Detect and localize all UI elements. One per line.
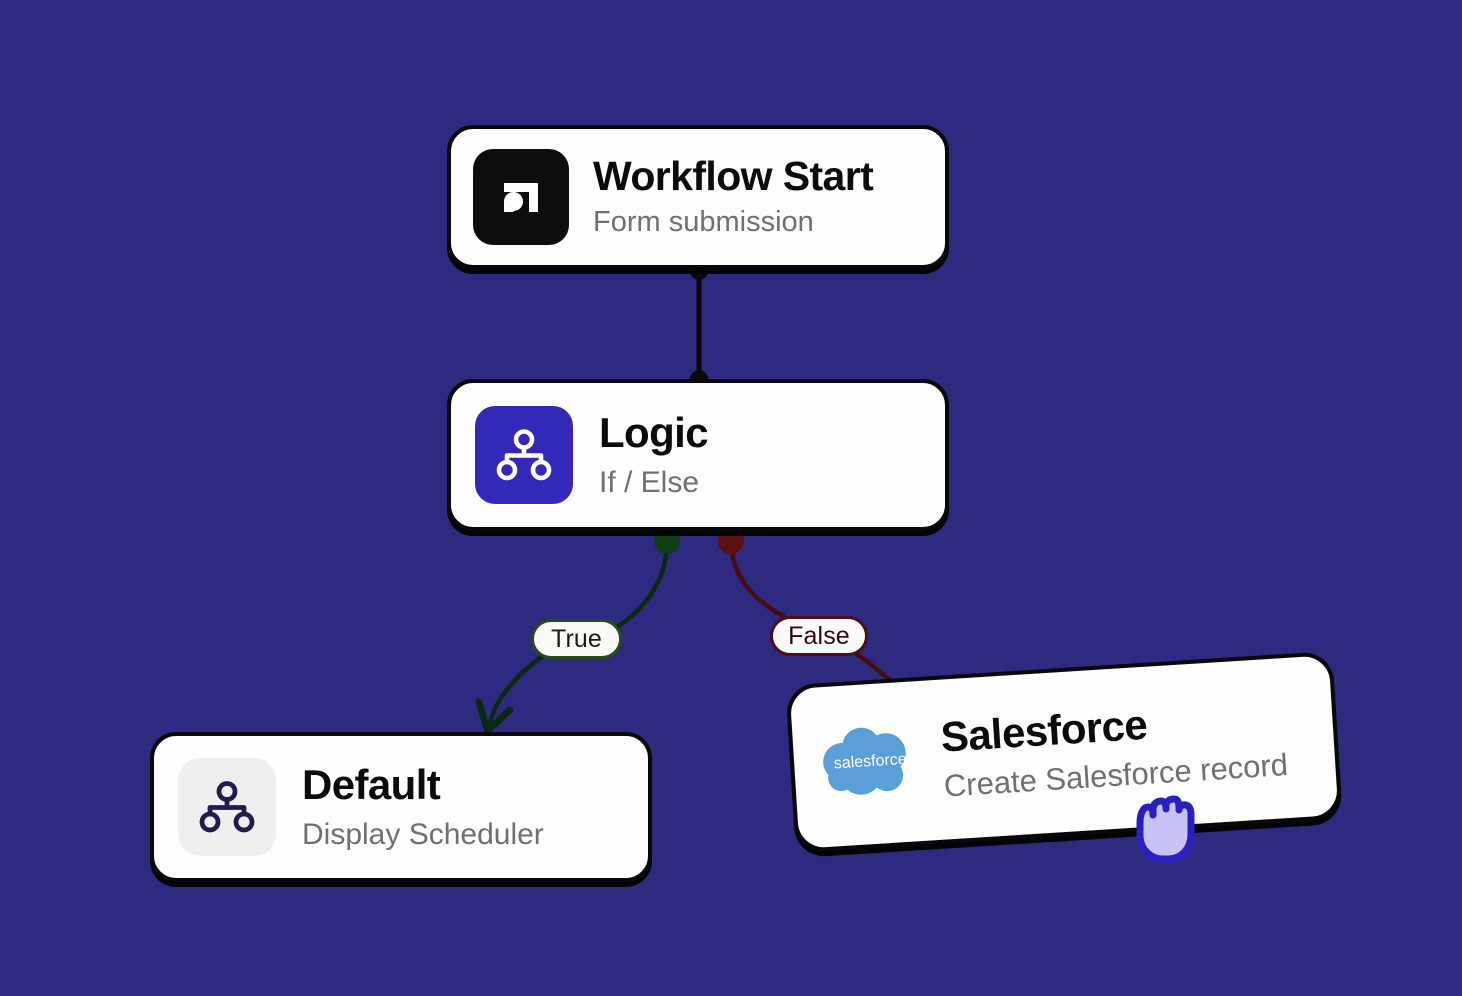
node-title: Logic: [599, 409, 709, 457]
node-subtitle: If / Else: [599, 465, 700, 499]
edge-false: [718, 528, 903, 693]
branch-label-false[interactable]: False: [770, 616, 868, 656]
branch-label-false-text: False: [788, 621, 850, 650]
node-title: Default: [302, 761, 441, 809]
n8n-logo-icon: [473, 149, 569, 245]
node-workflow-start-text: Workflow Start Form submission: [593, 153, 874, 239]
edge-start-to-logic: [690, 262, 708, 388]
node-logic-text: Logic If / Else: [599, 409, 709, 499]
node-workflow-start[interactable]: Workflow Start Form submission: [447, 125, 949, 269]
hierarchy-icon: [178, 758, 276, 856]
node-default-text: Default Display Scheduler: [302, 761, 544, 851]
branch-label-true-text: True: [551, 624, 602, 653]
salesforce-cloud-icon: salesforce: [818, 717, 923, 811]
salesforce-wordmark: salesforce: [833, 751, 907, 773]
hierarchy-icon: [475, 406, 573, 504]
node-salesforce-text: Salesforce Create Salesforce record: [939, 694, 1289, 804]
branch-label-true[interactable]: True: [531, 619, 622, 659]
node-salesforce[interactable]: salesforce Salesforce Create Salesforce …: [785, 650, 1343, 854]
grabbing-hand-cursor: [1136, 795, 1195, 863]
node-subtitle: Display Scheduler: [302, 817, 544, 851]
node-title: Workflow Start: [593, 153, 874, 200]
node-subtitle: Form submission: [593, 206, 814, 239]
node-logic[interactable]: Logic If / Else: [447, 379, 949, 531]
node-default[interactable]: Default Display Scheduler: [150, 732, 652, 882]
